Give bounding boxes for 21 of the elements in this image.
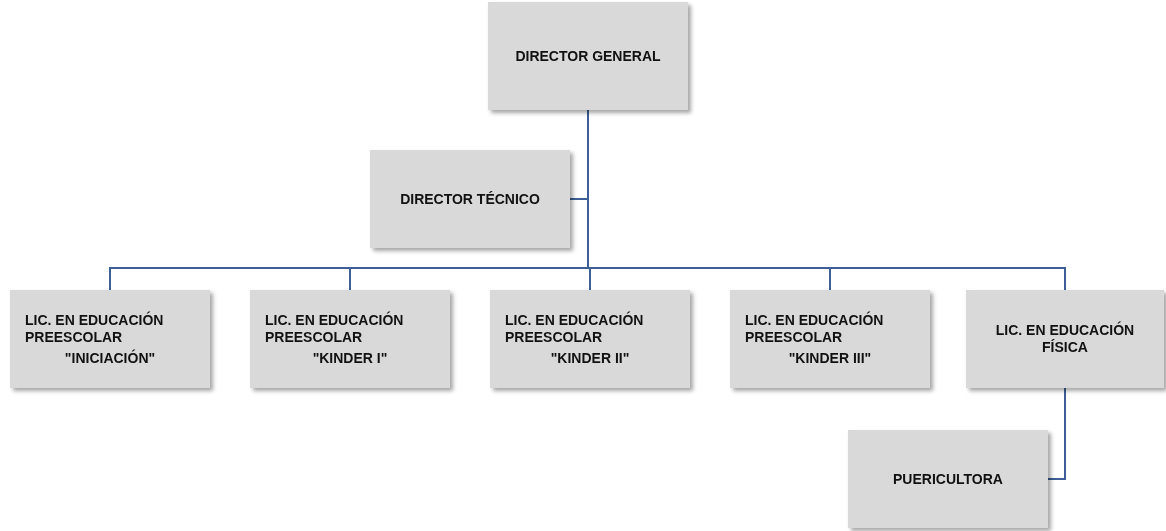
role-title: LIC. EN EDUCACIÓN PREESCOLAR — [745, 311, 885, 346]
role-title: LIC. EN EDUCACIÓN PREESCOLAR — [505, 311, 645, 346]
org-box — [848, 430, 1048, 528]
role-title: LIC. EN EDUCACIÓN PREESCOLAR — [25, 311, 165, 346]
org-box — [10, 290, 210, 388]
role-title: "KINDER I" — [312, 349, 388, 367]
role-title: "KINDER II" — [550, 349, 630, 367]
org-box — [730, 290, 930, 388]
role-title: DIRECTOR TÉCNICO — [400, 190, 540, 208]
role-title: "INICIACIÓN" — [64, 349, 156, 367]
org-box — [250, 290, 450, 388]
connector-line — [1047, 387, 1066, 480]
role-title: DIRECTOR GENERAL — [515, 47, 661, 65]
org-box — [966, 290, 1164, 388]
org-box — [488, 2, 688, 110]
role-title: PUERICULTORA — [893, 470, 1003, 488]
role-title: LIC. EN EDUCACIÓN FÍSICA — [994, 322, 1136, 356]
role-title: LIC. EN EDUCACIÓN PREESCOLAR — [265, 311, 405, 346]
org-box — [490, 290, 690, 388]
org-box — [370, 150, 570, 248]
role-title: "KINDER III" — [788, 349, 872, 367]
